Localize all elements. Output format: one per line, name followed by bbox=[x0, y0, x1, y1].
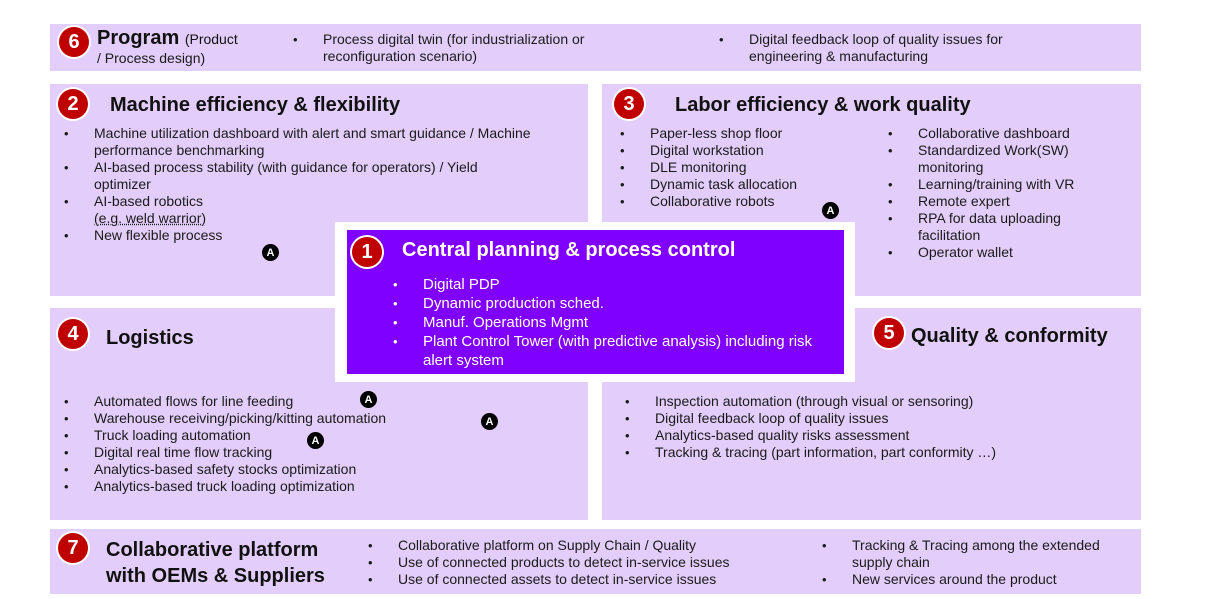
central-panel: 1 Central planning & process control Dig… bbox=[347, 230, 844, 374]
list-item: Tracking & tracing (part information, pa… bbox=[625, 444, 1105, 461]
central-number-badge: 1 bbox=[352, 237, 382, 267]
central-title: Central planning & process control bbox=[402, 239, 736, 261]
program-subtitle-line2: / Process design) bbox=[97, 50, 206, 66]
list-item: New flexible process bbox=[64, 227, 534, 244]
machine-list: Machine utilization dashboard with alert… bbox=[64, 125, 534, 244]
marker-a-icon: A bbox=[481, 413, 498, 430]
list-item: AI-based process stability (with guidanc… bbox=[64, 159, 534, 193]
list-item: Learning/training with VR bbox=[888, 176, 1108, 193]
list-item: Collaborative dashboard bbox=[888, 125, 1108, 142]
robotics-note: (e.g. weld warrior) bbox=[94, 210, 207, 226]
central-list: Digital PDP Dynamic production sched. Ma… bbox=[393, 275, 813, 370]
program-list-b: Digital feedback loop of quality issues … bbox=[719, 31, 1049, 65]
list-item: Inspection automation (through visual or… bbox=[625, 393, 1105, 410]
marker-a-icon: A bbox=[307, 432, 324, 449]
list-item: Plant Control Tower (with predictive ana… bbox=[393, 332, 813, 370]
marker-a-icon: A bbox=[360, 391, 377, 408]
quality-list: Inspection automation (through visual or… bbox=[625, 393, 1105, 461]
program-number-badge: 6 bbox=[59, 27, 89, 57]
marker-a-icon: A bbox=[822, 202, 839, 219]
machine-title: Machine efficiency & flexibility bbox=[110, 94, 401, 116]
list-item: Digital workstation bbox=[620, 142, 870, 159]
logistics-title: Logistics bbox=[106, 327, 194, 349]
list-item: Collaborative robots bbox=[620, 193, 870, 210]
collab-number-badge: 7 bbox=[58, 533, 88, 563]
list-item: Machine utilization dashboard with alert… bbox=[64, 125, 534, 159]
quality-number-badge: 5 bbox=[874, 318, 904, 348]
list-item: Process digital twin (for industrializat… bbox=[293, 31, 643, 65]
list-item: Truck loading automation bbox=[64, 427, 494, 444]
labor-list-a: Paper-less shop floor Digital workstatio… bbox=[620, 125, 870, 210]
list-item: RPA for data uploading facilitation bbox=[888, 210, 1108, 244]
list-item: Warehouse receiving/picking/kitting auto… bbox=[64, 410, 494, 427]
list-item: Dynamic production sched. bbox=[393, 294, 813, 313]
list-item: AI-based robotics(e.g. weld warrior) bbox=[64, 193, 534, 227]
collab-list-b: Tracking & Tracing among the extended su… bbox=[822, 537, 1122, 588]
program-title-text: Program bbox=[97, 27, 180, 49]
list-item: Remote expert bbox=[888, 193, 1108, 210]
list-item: Analytics-based quality risks assessment bbox=[625, 427, 1105, 444]
list-item: Collaborative platform on Supply Chain /… bbox=[368, 537, 808, 554]
list-item: Tracking & Tracing among the extended su… bbox=[822, 537, 1122, 571]
collab-title-line2: with OEMs & Suppliers bbox=[106, 565, 325, 587]
robotics-label: AI-based robotics bbox=[94, 193, 203, 209]
list-item: New services around the product bbox=[822, 571, 1122, 588]
logistics-number-badge: 4 bbox=[58, 319, 88, 349]
list-item: Use of connected products to detect in-s… bbox=[368, 554, 808, 571]
list-item: Manuf. Operations Mgmt bbox=[393, 313, 813, 332]
list-item: Digital real time flow tracking bbox=[64, 444, 494, 461]
labor-list-b: Collaborative dashboard Standardized Wor… bbox=[888, 125, 1108, 261]
list-item: Digital PDP bbox=[393, 275, 813, 294]
quality-title: Quality & conformity bbox=[911, 325, 1108, 347]
list-item: Automated flows for line feeding bbox=[64, 393, 494, 410]
list-item: Digital feedback loop of quality issues bbox=[625, 410, 1105, 427]
program-subtitle: (Product bbox=[184, 31, 238, 47]
program-list-a: Process digital twin (for industrializat… bbox=[293, 31, 643, 65]
list-item: Analytics-based safety stocks optimizati… bbox=[64, 461, 494, 478]
machine-number-badge: 2 bbox=[58, 89, 88, 119]
list-item: DLE monitoring bbox=[620, 159, 870, 176]
logistics-list: Automated flows for line feeding Warehou… bbox=[64, 393, 494, 495]
list-item: Paper-less shop floor bbox=[620, 125, 870, 142]
list-item: Use of connected assets to detect in-ser… bbox=[368, 571, 808, 588]
collab-list-a: Collaborative platform on Supply Chain /… bbox=[368, 537, 808, 588]
list-item: Digital feedback loop of quality issues … bbox=[719, 31, 1049, 65]
marker-a-icon: A bbox=[262, 244, 279, 261]
list-item: Standardized Work(SW) monitoring bbox=[888, 142, 1108, 176]
list-item: Operator wallet bbox=[888, 244, 1108, 261]
collab-title-line1: Collaborative platform bbox=[106, 539, 319, 561]
program-title: Program (Product bbox=[97, 28, 238, 49]
labor-title: Labor efficiency & work quality bbox=[675, 94, 971, 116]
labor-number-badge: 3 bbox=[614, 89, 644, 119]
list-item: Dynamic task allocation bbox=[620, 176, 870, 193]
list-item: Analytics-based truck loading optimizati… bbox=[64, 478, 494, 495]
